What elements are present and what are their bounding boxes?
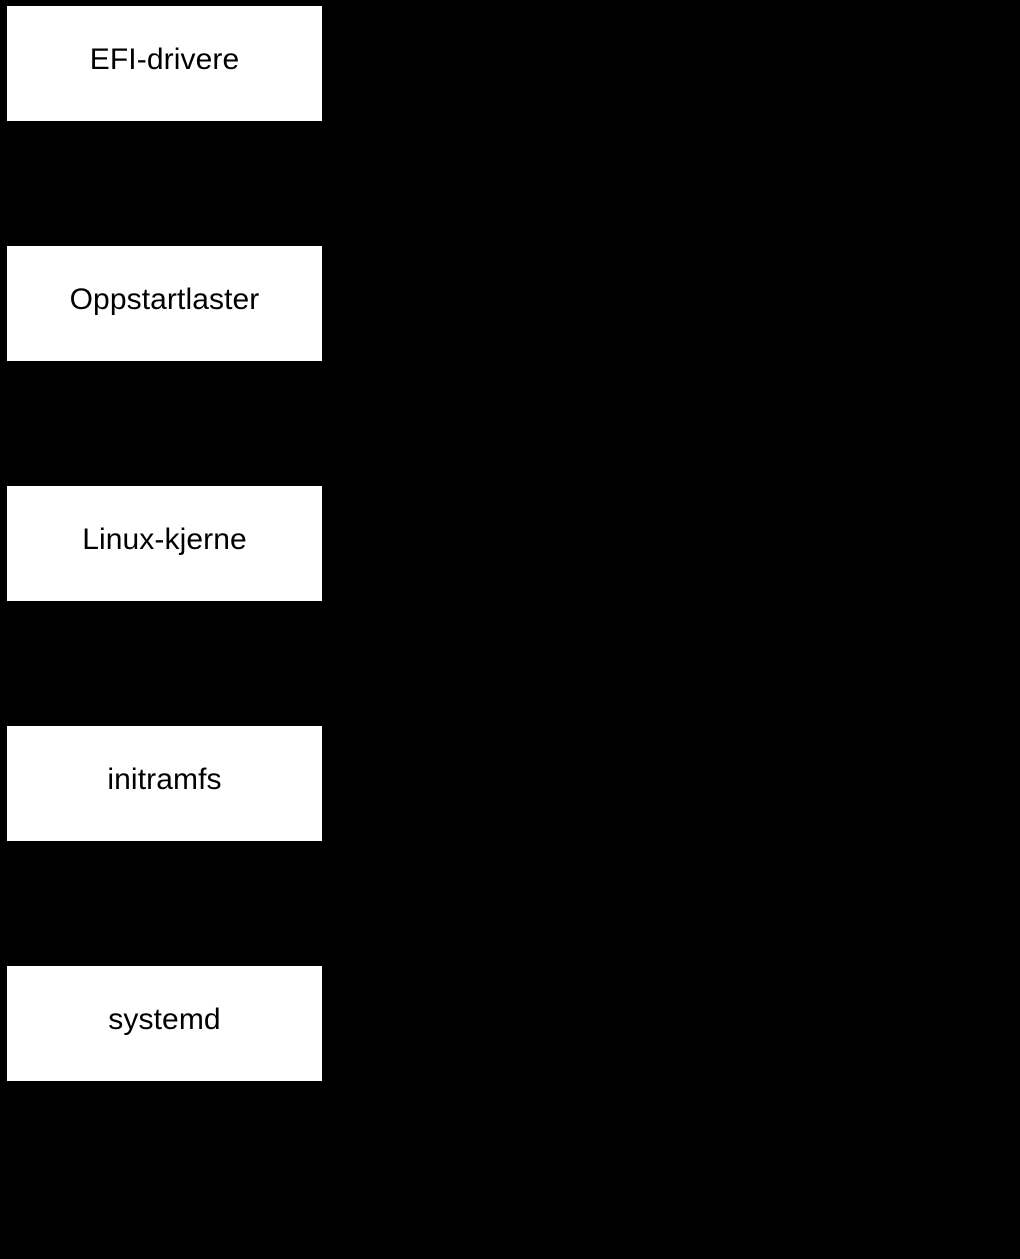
stage-label: EFI-drivere <box>89 42 240 76</box>
stage-box-linux-kjerne: Linux-kjerne <box>7 486 322 601</box>
stage-label: systemd <box>108 1002 221 1036</box>
stage-box-initramfs: initramfs <box>7 726 322 841</box>
stage-label: Linux-kjerne <box>82 522 247 556</box>
stage-box-efi-drivere: EFI-drivere <box>7 6 322 121</box>
stage-label: Oppstartlaster <box>69 282 260 316</box>
stage-box-systemd: systemd <box>7 966 322 1081</box>
stage-label: initramfs <box>107 762 222 796</box>
stage-box-oppstartlaster: Oppstartlaster <box>7 246 322 361</box>
